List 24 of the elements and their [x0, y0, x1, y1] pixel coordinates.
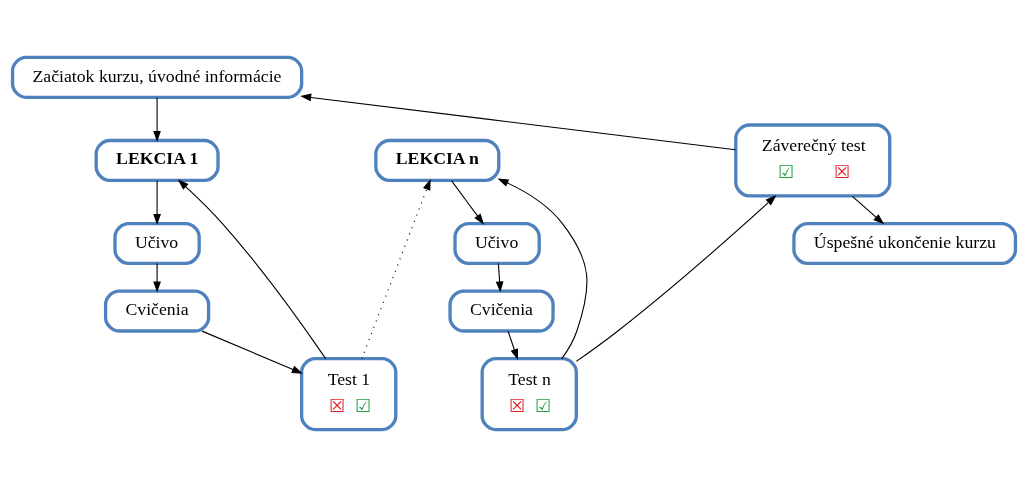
arrow	[851, 195, 885, 225]
node-box: Test 1 ☒ ☑	[299, 357, 398, 432]
node-box: LEKCIA 1	[94, 138, 220, 183]
arrow	[575, 195, 777, 362]
arrow	[450, 180, 485, 225]
node-box: Úspešné ukončenie kurzu	[792, 221, 1018, 266]
node-box: Učivo	[453, 221, 541, 266]
node-box: Test n ☒ ☑	[480, 357, 578, 432]
node-box: Začiatok kurzu, úvodné informácie	[10, 55, 304, 99]
arrow	[495, 262, 504, 293]
node-box: Učivo	[113, 221, 201, 266]
arrow	[153, 180, 161, 226]
arrow	[361, 178, 431, 360]
node-box: Cvičenia	[103, 289, 211, 333]
arrow	[201, 330, 303, 374]
arrow	[153, 97, 161, 142]
arrow	[300, 93, 736, 151]
node-box: LEKCIA n	[374, 138, 501, 183]
arrow	[507, 330, 519, 361]
arrow	[177, 179, 327, 360]
node-box: Cvičenia	[448, 289, 555, 333]
node-box: Záverečný test ☑ ☒	[734, 123, 892, 198]
arrow	[153, 262, 161, 293]
arrow	[497, 178, 588, 360]
